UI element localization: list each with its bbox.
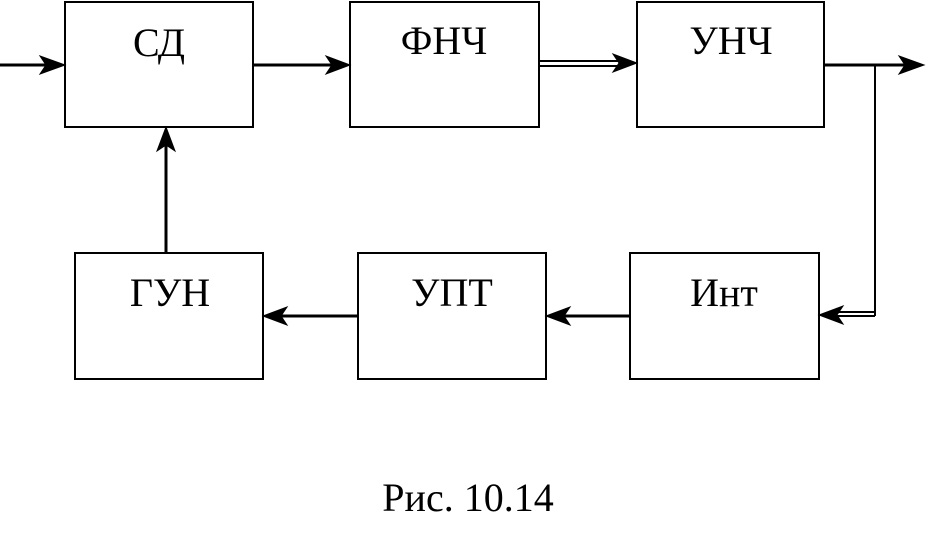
block-int: Инт — [629, 252, 820, 380]
arrow-fnch-to-unch — [539, 52, 639, 74]
arrow-upt-to-gun — [261, 305, 358, 327]
figure-caption: Рис. 10.14 — [382, 475, 553, 520]
block-upt: УПТ — [357, 252, 547, 380]
block-unch-label: УНЧ — [689, 18, 772, 63]
block-sd: СД — [64, 1, 254, 128]
block-unch: УНЧ — [636, 1, 825, 128]
block-gun: ГУН — [74, 252, 264, 380]
block-sd-label: СД — [133, 20, 185, 65]
block-gun-label: ГУН — [130, 270, 210, 315]
feedback-path — [817, 65, 876, 326]
block-int-label: Инт — [690, 270, 758, 315]
arrow-sd-to-fnch — [253, 54, 352, 76]
arrow-gun-to-sd — [155, 125, 177, 253]
arrow-int-to-upt — [544, 305, 630, 327]
block-fnch: ФНЧ — [349, 1, 540, 128]
block-fnch-label: ФНЧ — [401, 18, 487, 63]
block-upt-label: УПТ — [411, 270, 493, 315]
input-arrow — [0, 55, 67, 75]
output-arrow — [824, 55, 926, 75]
